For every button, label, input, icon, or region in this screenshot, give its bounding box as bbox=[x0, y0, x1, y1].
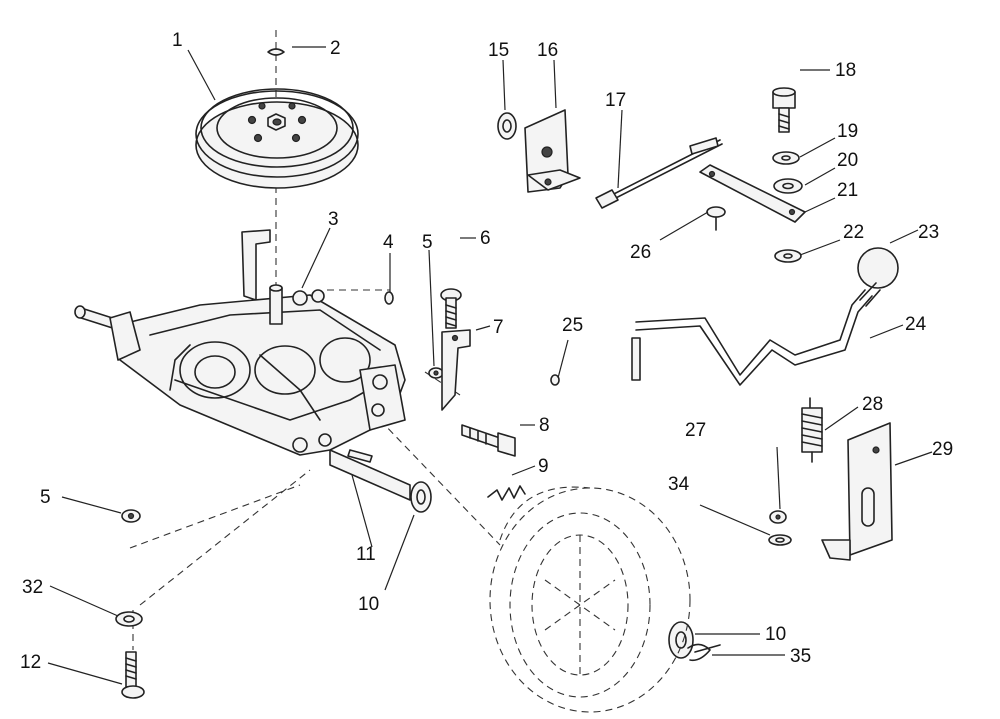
carriage-bolt bbox=[440, 288, 462, 329]
transaxle bbox=[74, 229, 411, 501]
callout-18: 18 bbox=[835, 60, 856, 81]
axle-key bbox=[347, 449, 373, 463]
pulley-key bbox=[267, 48, 285, 56]
spacer-26 bbox=[706, 206, 726, 231]
washer-32 bbox=[115, 611, 143, 627]
pin bbox=[384, 291, 394, 305]
callout-32: 32 bbox=[22, 577, 43, 598]
callout-5-lower: 5 bbox=[40, 487, 51, 508]
callout-5-upper: 5 bbox=[422, 232, 433, 253]
washer-20 bbox=[773, 178, 803, 194]
pulley bbox=[195, 88, 359, 189]
callout-17: 17 bbox=[605, 90, 626, 111]
leader-lines bbox=[47, 46, 933, 685]
callout-11: 11 bbox=[356, 544, 376, 565]
callout-19: 19 bbox=[837, 121, 858, 142]
callout-29: 29 bbox=[932, 439, 953, 460]
callout-4: 4 bbox=[383, 232, 394, 253]
callout-10-lower: 10 bbox=[765, 624, 786, 645]
callout-25: 25 bbox=[562, 315, 583, 336]
pin-25 bbox=[550, 374, 560, 386]
callout-6: 6 bbox=[480, 228, 491, 249]
bracket bbox=[441, 329, 471, 411]
callout-8: 8 bbox=[539, 415, 550, 436]
callout-9: 9 bbox=[538, 456, 549, 477]
washer-10b bbox=[668, 621, 694, 659]
callout-20: 20 bbox=[837, 150, 858, 171]
bolt-18 bbox=[772, 87, 796, 133]
callout-10-upper: 10 bbox=[358, 594, 379, 615]
callout-28: 28 bbox=[862, 394, 883, 415]
mount-bracket bbox=[524, 109, 581, 193]
spring-28 bbox=[801, 397, 823, 463]
callout-2: 2 bbox=[330, 38, 341, 59]
knob bbox=[857, 247, 899, 289]
washer-10a bbox=[410, 481, 432, 513]
washer-15 bbox=[497, 112, 517, 140]
washer-34 bbox=[768, 534, 792, 546]
callout-24: 24 bbox=[905, 314, 927, 335]
callout-35: 35 bbox=[790, 646, 811, 667]
washer-19 bbox=[772, 151, 800, 165]
control-rod bbox=[595, 137, 723, 209]
callout-21: 21 bbox=[837, 180, 858, 201]
callout-15: 15 bbox=[488, 40, 509, 61]
callout-22: 22 bbox=[843, 222, 864, 243]
callout-16: 16 bbox=[537, 40, 558, 61]
e-clip bbox=[687, 643, 721, 662]
callout-3: 3 bbox=[328, 209, 339, 230]
callout-labels: 1 2 3 4 5 5 6 7 8 9 10 10 11 12 15 16 17… bbox=[20, 30, 953, 673]
bracket-plate bbox=[821, 422, 893, 561]
washer-22 bbox=[774, 249, 802, 263]
callout-7: 7 bbox=[493, 317, 504, 338]
nut-upper bbox=[428, 367, 444, 379]
callout-23: 23 bbox=[918, 222, 939, 243]
spring-small bbox=[487, 485, 526, 501]
callout-34: 34 bbox=[668, 474, 690, 495]
shift-lever bbox=[631, 282, 881, 386]
callout-1: 1 bbox=[172, 30, 183, 51]
nut-lower bbox=[121, 509, 141, 523]
callout-27: 27 bbox=[685, 420, 706, 441]
nut-27 bbox=[769, 510, 787, 524]
wheel bbox=[489, 486, 691, 713]
callout-26: 26 bbox=[630, 242, 651, 263]
hex-bolt bbox=[461, 424, 516, 457]
bolt-12 bbox=[121, 651, 145, 699]
callout-12: 12 bbox=[20, 652, 41, 673]
